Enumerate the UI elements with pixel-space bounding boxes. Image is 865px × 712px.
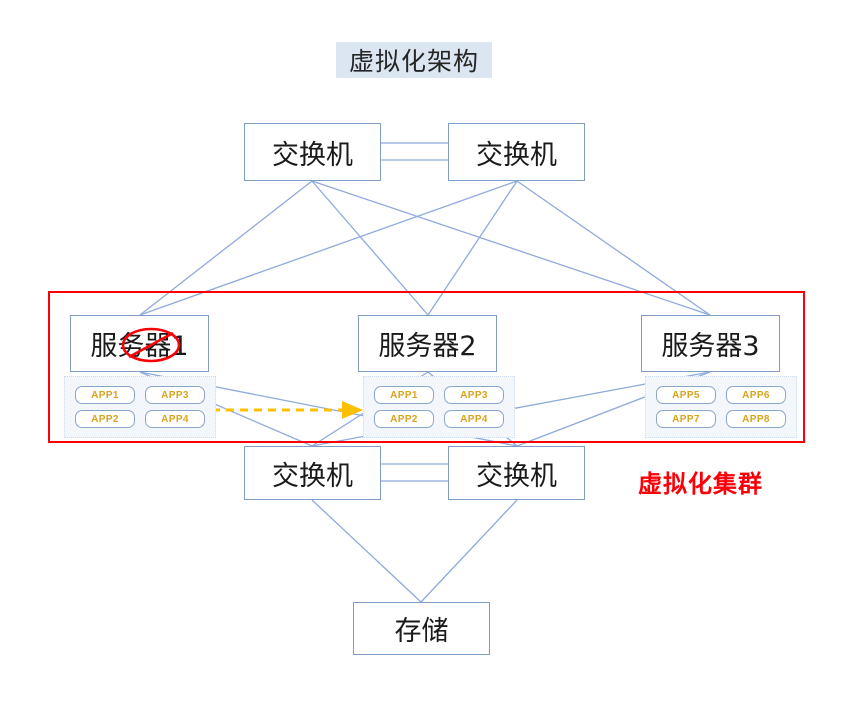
app-group-server-3: APP5 APP6 APP7 APP8 [645,376,797,438]
app-chip[interactable]: APP2 [75,410,135,428]
app-chip[interactable]: APP1 [75,386,135,404]
app-chip[interactable]: APP1 [374,386,434,404]
app-chip[interactable]: APP5 [656,386,716,404]
cluster-label: 虚拟化集群 [638,470,763,498]
app-chip[interactable]: APP8 [726,410,786,428]
app-chip[interactable]: APP4 [145,410,205,428]
page-title: 虚拟化架构 [336,42,492,78]
node-server-2[interactable]: 服务器2 [358,315,497,372]
app-chip[interactable]: APP2 [374,410,434,428]
node-switch-bottom-right[interactable]: 交换机 [448,446,585,500]
app-chip[interactable]: APP7 [656,410,716,428]
app-chip[interactable]: APP4 [444,410,504,428]
virtualization-cluster-boundary [48,291,805,443]
app-chip[interactable]: APP3 [444,386,504,404]
app-group-server-2: APP1 APP3 APP2 APP4 [363,376,515,438]
node-switch-bottom-left[interactable]: 交换机 [244,446,381,500]
app-chip[interactable]: APP3 [145,386,205,404]
node-switch-top-right[interactable]: 交换机 [448,123,585,181]
app-chip[interactable]: APP6 [726,386,786,404]
node-server-3[interactable]: 服务器3 [641,315,780,372]
node-storage[interactable]: 存储 [353,602,490,655]
node-server-1[interactable]: 服务器1 [70,315,209,372]
app-group-server-1: APP1 APP3 APP2 APP4 [64,376,216,438]
node-switch-top-left[interactable]: 交换机 [244,123,381,181]
